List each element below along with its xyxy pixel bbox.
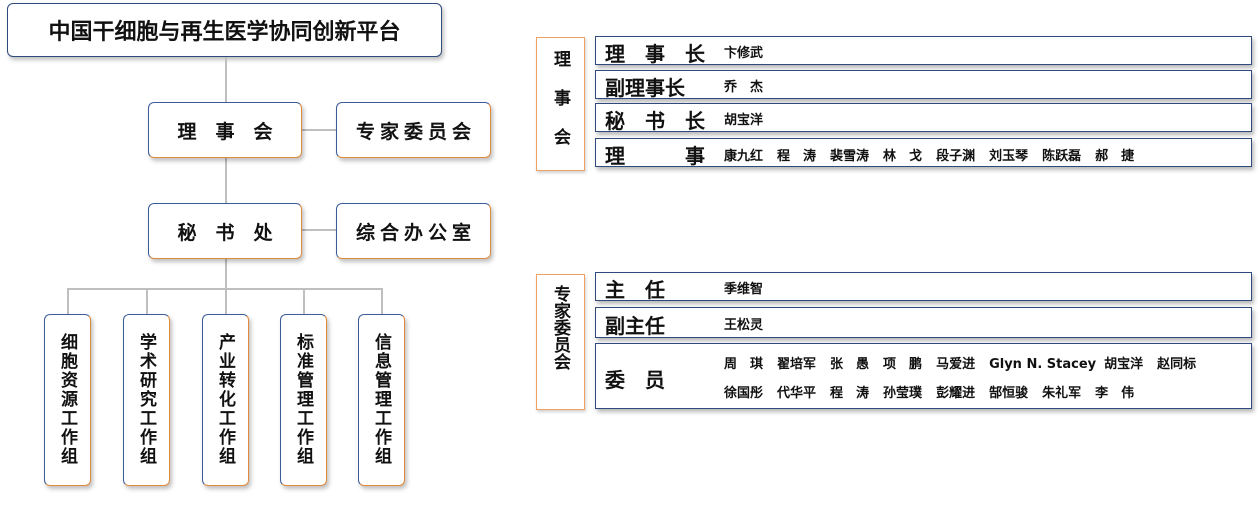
- working-group-standards: 标准管理工作组: [280, 314, 327, 486]
- member-name: 张 愚: [830, 357, 870, 372]
- role-label: 副理事长: [605, 76, 685, 100]
- connector-group-4: [303, 288, 305, 314]
- member-name: 郜恒骏: [989, 386, 1029, 401]
- connector-board-secretariat: [225, 158, 227, 203]
- member-name: 康九红: [724, 149, 764, 164]
- working-group-academic-research: 学术研究工作组: [123, 314, 170, 486]
- member-names-line-1: 周 琪翟培军张 愚项 鹏马爱进 Glyn N. Stacey 胡宝洋赵同标: [724, 353, 1196, 372]
- member-name: 赵同标: [1157, 357, 1197, 372]
- member-name: 周 琪: [724, 357, 764, 372]
- role-label: 理 事: [605, 144, 705, 168]
- member-name: 程 涛: [777, 149, 817, 164]
- member-name: 徐国彤: [724, 386, 764, 401]
- member-name: 彭耀进: [936, 386, 976, 401]
- connector-group-2: [146, 288, 148, 314]
- member-name: 孙莹璞: [883, 386, 923, 401]
- role-label: 委 员: [605, 368, 665, 392]
- expert-panel-label: 专家委员会: [536, 274, 585, 410]
- role-label: 副主任: [605, 314, 665, 338]
- platform-title: 中国干细胞与再生医学协同创新平台: [7, 3, 442, 57]
- member-names: 卞修武: [724, 46, 764, 61]
- member-name: Glyn N. Stacey: [989, 357, 1097, 372]
- member-names: 胡宝洋: [724, 113, 764, 128]
- connector-groups-bar: [67, 288, 382, 290]
- member-names: 乔 杰: [724, 80, 764, 95]
- role-label: 主 任: [605, 278, 665, 302]
- member-name: 代华平: [777, 386, 817, 401]
- connector-secretariat-office: [301, 229, 336, 231]
- board-row-chairman: 理 事 长 卞修武: [595, 36, 1252, 66]
- role-label: 秘 书 长: [605, 109, 705, 133]
- member-names: 季维智: [724, 282, 764, 297]
- board-row-vice-chairman: 副理事长 乔 杰: [595, 70, 1252, 100]
- member-name: 李 伟: [1095, 386, 1135, 401]
- working-group-cell-resources: 细胞资源工作组: [44, 314, 91, 486]
- member-name: 胡宝洋: [1104, 357, 1144, 372]
- connector-group-5: [381, 288, 383, 314]
- member-name: 马爱进: [936, 357, 976, 372]
- connector-secretariat-groups: [225, 259, 227, 289]
- member-name: 朱礼军: [1042, 386, 1082, 401]
- expert-committee-node: 专家委员会: [336, 102, 491, 158]
- member-names: 王松灵: [724, 318, 764, 333]
- board-panel-label: 理事会: [536, 37, 585, 171]
- expert-row-deputy-director: 副主任 王松灵: [595, 307, 1252, 338]
- member-name: 项 鹏: [883, 357, 923, 372]
- working-group-industry-transfer: 产业转化工作组: [202, 314, 249, 486]
- connector-board-expert: [301, 129, 336, 131]
- member-name: 陈跃磊: [1042, 149, 1082, 164]
- member-name: 段子渊: [936, 149, 976, 164]
- member-name: 程 涛: [830, 386, 870, 401]
- member-name: 翟培军: [777, 357, 817, 372]
- member-names: 康九红程 涛裴雪涛林 戈段子渊刘玉琴陈跃磊郝 捷: [724, 145, 1148, 164]
- member-name: 郝 捷: [1095, 149, 1135, 164]
- general-office-node: 综合办公室: [336, 203, 491, 259]
- secretariat-node: 秘 书 处: [148, 203, 302, 259]
- member-name: 刘玉琴: [989, 149, 1029, 164]
- member-name: 裴雪涛: [830, 149, 870, 164]
- connector-group-1: [67, 288, 69, 314]
- board-node: 理 事 会: [148, 102, 302, 158]
- connector-group-3: [225, 288, 227, 314]
- connector-title-board: [225, 57, 227, 102]
- expert-row-director: 主 任 季维智: [595, 272, 1252, 302]
- member-name: 林 戈: [883, 149, 923, 164]
- working-group-information: 信息管理工作组: [358, 314, 405, 486]
- board-row-secretary-general: 秘 书 长 胡宝洋: [595, 103, 1252, 133]
- board-row-directors: 理 事 康九红程 涛裴雪涛林 戈段子渊刘玉琴陈跃磊郝 捷: [595, 138, 1252, 168]
- member-names-line-2: 徐国彤代华平程 涛孙莹璞彭耀进郜恒骏朱礼军李 伟: [724, 382, 1148, 401]
- role-label: 理 事 长: [605, 42, 705, 66]
